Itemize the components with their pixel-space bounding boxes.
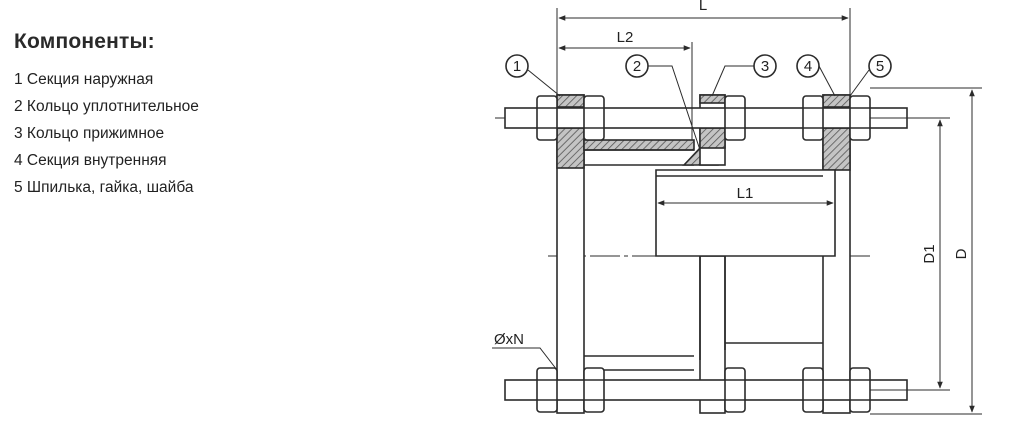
legend-item-pressure-ring: 3 Кольцо прижимное <box>14 125 165 142</box>
legend-title: Компоненты: <box>14 30 155 53</box>
nut-top-5 <box>849 95 871 141</box>
outer-section-flange-hatch-mid <box>556 127 585 169</box>
leader-2 <box>648 65 701 151</box>
stud-top <box>504 107 908 129</box>
legend-item-outer-section: 1 Секция наружная <box>14 71 154 88</box>
callout-circle-1 <box>505 54 529 78</box>
callout-label-1: 1 <box>513 58 521 75</box>
dim-label-L1: L1 <box>737 185 754 202</box>
inner-pipe <box>655 169 836 257</box>
leader-1 <box>527 69 561 97</box>
dim-label-L2: L2 <box>617 29 634 46</box>
leader-5 <box>849 69 870 97</box>
leader-4 <box>818 65 836 97</box>
dim-label-D1: D1 <box>921 244 938 263</box>
nut-bottom-1 <box>536 367 558 413</box>
dim-label-holes: ØxN <box>494 331 524 348</box>
nut-bottom-3 <box>724 367 746 413</box>
dim-label-L: L <box>699 0 707 14</box>
components-legend: Компоненты: 1 Секция наружная 2 Кольцо у… <box>14 30 344 201</box>
callout-label-3: 3 <box>761 58 769 75</box>
nut-top-4 <box>802 95 824 141</box>
stud-bottom <box>504 379 908 401</box>
nut-bottom-4 <box>802 367 824 413</box>
inner-section-flange-hatch-mid <box>822 127 851 171</box>
drawing-geometry <box>492 8 982 415</box>
legend-item-seal-ring: 2 Кольцо уплотнительное <box>14 98 199 115</box>
nut-top-3 <box>724 95 746 141</box>
outer-section-flange-hatch-top <box>556 94 585 108</box>
dim-label-D: D <box>953 248 970 259</box>
pressure-ring-hatch-top <box>699 94 726 104</box>
nut-top-1 <box>536 95 558 141</box>
leader-holes <box>492 347 558 371</box>
callout-circle-5 <box>868 54 892 78</box>
nut-bottom-5 <box>849 367 871 413</box>
callout-label-4: 4 <box>804 58 812 75</box>
legend-item-inner-section: 4 Секция внутренняя <box>14 152 167 169</box>
outer-sleeve-hatch <box>583 139 695 151</box>
callout-label-5: 5 <box>876 58 884 75</box>
legend-list: 1 Секция наружная 2 Кольцо уплотнительно… <box>14 66 344 201</box>
nut-top-2 <box>583 95 605 141</box>
pressure-ring-hatch <box>699 127 726 149</box>
callout-label-2: 2 <box>633 58 641 75</box>
nut-bottom-2 <box>583 367 605 413</box>
leader-3 <box>711 65 754 97</box>
inner-section-flange-hatch-top <box>822 94 851 108</box>
legend-item-stud-nut-washer: 5 Шпилька, гайка, шайба <box>14 179 194 196</box>
